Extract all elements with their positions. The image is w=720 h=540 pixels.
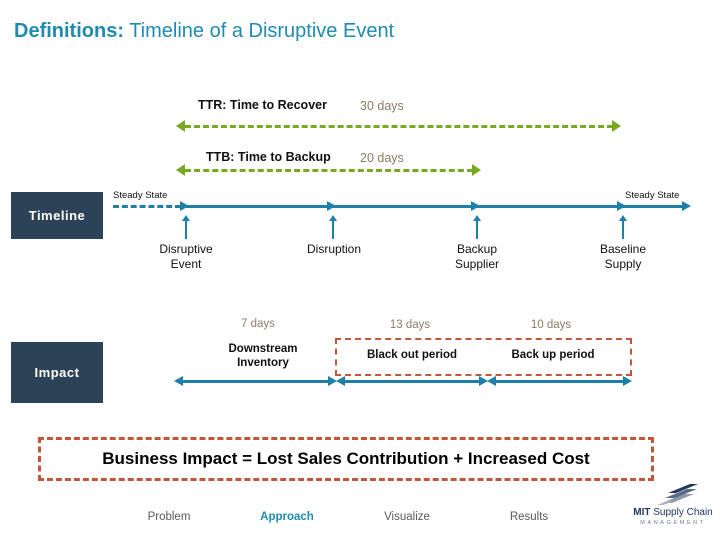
timeline-category-label: Timeline	[28, 208, 86, 223]
impact-days-1: 7 days	[241, 318, 275, 330]
logo-supply-chain: Supply Chain	[650, 507, 713, 518]
page-title: Definitions: Timeline of a Disruptive Ev…	[14, 20, 394, 43]
ttr-arrowhead-left	[176, 120, 185, 132]
impact-arrow-line-2	[343, 380, 484, 383]
tick-head-1	[182, 215, 190, 221]
impact-period-box	[335, 338, 632, 376]
tick-3	[476, 221, 478, 239]
footer-nav-problem[interactable]: Problem	[147, 511, 191, 523]
ttr-arrowhead-right	[612, 120, 621, 132]
impact-arrow-line-1	[181, 380, 333, 383]
ttb-arrowhead-right	[472, 164, 481, 176]
swoosh-icon	[657, 484, 698, 505]
timeline-dashed-segment	[113, 205, 181, 208]
footer-nav-results[interactable]: Results	[509, 511, 549, 523]
impact-arrowhead-3-left	[487, 376, 496, 386]
page-title-prefix: Definitions:	[14, 20, 124, 42]
tick-head-2	[329, 215, 337, 221]
ttr-label: TTR: Time to Recover	[198, 98, 327, 112]
impact-arrow-line-3	[494, 380, 628, 383]
impact-days-3: 10 days	[530, 319, 572, 331]
timeline-arrowhead-3	[471, 201, 480, 211]
logo-mit: MIT	[633, 507, 651, 518]
event-label-baseline-supply: Baseline Supply	[600, 242, 646, 272]
tick-1	[185, 221, 187, 239]
ttb-label: TTB: Time to Backup	[206, 150, 331, 164]
event-label-disruptive-event: Disruptive Event	[159, 242, 212, 272]
impact-caption-downstream-inventory: Downstream Inventory	[228, 342, 297, 370]
impact-caption-line1: Downstream	[228, 343, 298, 355]
impact-arrowhead-2-left	[336, 376, 345, 386]
event-label-line2: Event	[170, 257, 202, 271]
business-impact-banner: Business Impact = Lost Sales Contributio…	[38, 437, 654, 481]
tick-head-4	[619, 215, 627, 221]
logo-wordmark: MIT Supply Chain	[630, 507, 716, 518]
tick-2	[332, 221, 334, 239]
impact-arrowhead-1-right	[328, 376, 337, 386]
impact-days-2: 13 days	[389, 319, 431, 331]
impact-arrowhead-1-left	[174, 376, 183, 386]
impact-period-blackout: Black out period	[366, 349, 458, 361]
tick-head-3	[473, 215, 481, 221]
business-impact-text: Business Impact = Lost Sales Contributio…	[102, 449, 590, 468]
ttb-arrow-line	[185, 169, 473, 172]
timeline-arrowhead-2	[327, 201, 336, 211]
timeline-category-box: Timeline	[11, 192, 103, 239]
mit-supply-chain-logo: MIT Supply Chain MANAGEMENT	[630, 482, 716, 532]
timeline-arrowhead-4	[617, 201, 626, 211]
event-label-line1: Disruptive	[159, 242, 213, 256]
ttb-arrowhead-left	[176, 164, 185, 176]
tick-4	[622, 221, 624, 239]
logo-management: MANAGEMENT	[640, 520, 706, 526]
steady-state-right-label: Steady State	[625, 190, 680, 201]
event-label-line1: Disruption	[306, 242, 362, 256]
page-title-rest: Timeline of a Disruptive Event	[124, 20, 395, 42]
timeline-arrowhead-end	[682, 201, 691, 211]
event-label-line1: Backup	[456, 242, 498, 256]
footer-nav-visualize[interactable]: Visualize	[384, 511, 430, 523]
impact-caption-line2: Inventory	[237, 357, 289, 369]
steady-state-left-label: Steady State	[113, 190, 168, 201]
timeline-arrowhead-1	[180, 201, 189, 211]
impact-category-box: Impact	[11, 342, 103, 403]
impact-arrowhead-3-right	[623, 376, 632, 386]
ttb-days: 20 days	[360, 151, 404, 165]
impact-arrowhead-2-right	[479, 376, 488, 386]
event-label-line2: Supply	[604, 257, 642, 271]
event-label-disruption: Disruption	[307, 242, 361, 257]
timeline-solid-segment	[186, 205, 683, 208]
event-label-line1: Baseline	[599, 242, 647, 256]
footer-nav-approach[interactable]: Approach	[260, 511, 314, 523]
impact-category-label: Impact	[34, 365, 80, 380]
event-label-line2: Supplier	[454, 257, 500, 271]
event-label-backup-supplier: Backup Supplier	[455, 242, 499, 272]
impact-period-backup: Back up period	[511, 349, 595, 361]
ttr-arrow-line	[185, 125, 613, 128]
ttr-days: 30 days	[360, 99, 404, 113]
